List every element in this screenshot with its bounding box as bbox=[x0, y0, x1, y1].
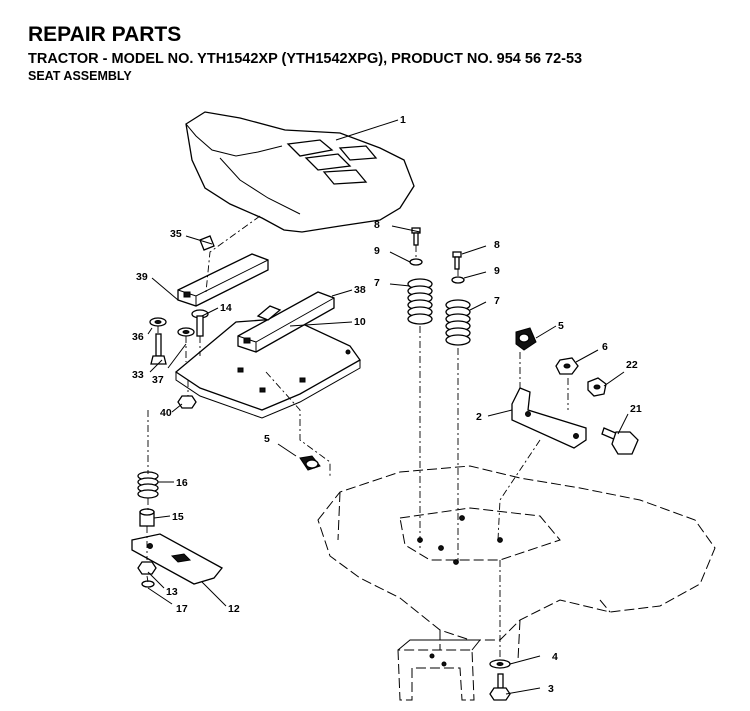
nut-22 bbox=[587, 377, 607, 397]
seat-plate bbox=[174, 317, 361, 419]
callout-21: 21 bbox=[630, 403, 642, 415]
callout-33: 33 bbox=[132, 369, 144, 381]
washer-9-left bbox=[409, 258, 423, 266]
nut-13 bbox=[137, 561, 157, 575]
callout-10: 10 bbox=[354, 316, 366, 328]
page-title: REPAIR PARTS bbox=[28, 23, 182, 46]
callout-17: 17 bbox=[176, 603, 188, 615]
washer-9-right bbox=[451, 276, 465, 284]
spring-7-right bbox=[445, 299, 471, 346]
callout-7-right: 7 bbox=[494, 295, 500, 307]
spring-7-left bbox=[407, 278, 433, 325]
callout-9-left: 9 bbox=[374, 245, 380, 257]
callout-36: 36 bbox=[132, 331, 144, 343]
nut-6 bbox=[555, 357, 579, 375]
callout-2: 2 bbox=[476, 411, 482, 423]
washer-37 bbox=[177, 327, 195, 337]
slide-rail-38 bbox=[237, 291, 335, 353]
bolt-33 bbox=[150, 333, 167, 365]
seat bbox=[185, 111, 415, 233]
bracket-2 bbox=[511, 387, 587, 449]
callout-4: 4 bbox=[552, 651, 558, 663]
callout-13: 13 bbox=[166, 586, 178, 598]
slide-rail-39 bbox=[177, 253, 269, 307]
callout-6: 6 bbox=[602, 341, 608, 353]
washer-4 bbox=[489, 659, 511, 669]
washer-36 bbox=[149, 317, 167, 327]
callout-3: 3 bbox=[548, 683, 554, 695]
bolt-8-right bbox=[452, 251, 462, 270]
callout-22: 22 bbox=[626, 359, 638, 371]
knob-35 bbox=[199, 235, 215, 251]
tractor-frame bbox=[317, 465, 716, 661]
callout-12: 12 bbox=[228, 603, 240, 615]
nut-40 bbox=[177, 395, 197, 409]
section-title: SEAT ASSEMBLY bbox=[28, 69, 132, 83]
callout-8-left: 8 bbox=[374, 219, 380, 231]
callout-labels: 1 35 39 38 14 10 36 33 37 40 5 16 15 13 … bbox=[132, 114, 642, 695]
model-subtitle: TRACTOR - MODEL NO. YTH1542XP (YTH1542XP… bbox=[28, 51, 583, 67]
callout-14: 14 bbox=[220, 302, 232, 314]
alignment-lines bbox=[146, 215, 569, 660]
callout-39: 39 bbox=[136, 271, 148, 283]
callout-8-right: 8 bbox=[494, 239, 500, 251]
spacer-15 bbox=[139, 508, 155, 527]
leader-lines bbox=[147, 119, 629, 695]
bottom-bracket bbox=[397, 639, 482, 701]
callout-5-upper: 5 bbox=[558, 320, 564, 332]
callout-5-lower: 5 bbox=[264, 433, 270, 445]
spring-16 bbox=[137, 471, 159, 499]
clip-5-lower bbox=[299, 455, 321, 471]
clip-5-upper bbox=[515, 327, 537, 351]
bolt-3 bbox=[489, 673, 511, 701]
callout-9-right: 9 bbox=[494, 265, 500, 277]
callout-35: 35 bbox=[170, 228, 182, 240]
callout-7-left: 7 bbox=[374, 277, 380, 289]
callout-38: 38 bbox=[354, 284, 366, 296]
callout-40: 40 bbox=[160, 407, 172, 419]
bolt-21 bbox=[601, 427, 639, 455]
bracket-12 bbox=[131, 533, 223, 585]
callout-15: 15 bbox=[172, 511, 184, 523]
page-header: REPAIR PARTS TRACTOR - MODEL NO. YTH1542… bbox=[28, 22, 582, 84]
callout-16: 16 bbox=[176, 477, 188, 489]
callout-1: 1 bbox=[400, 114, 406, 126]
callout-37: 37 bbox=[152, 374, 164, 386]
